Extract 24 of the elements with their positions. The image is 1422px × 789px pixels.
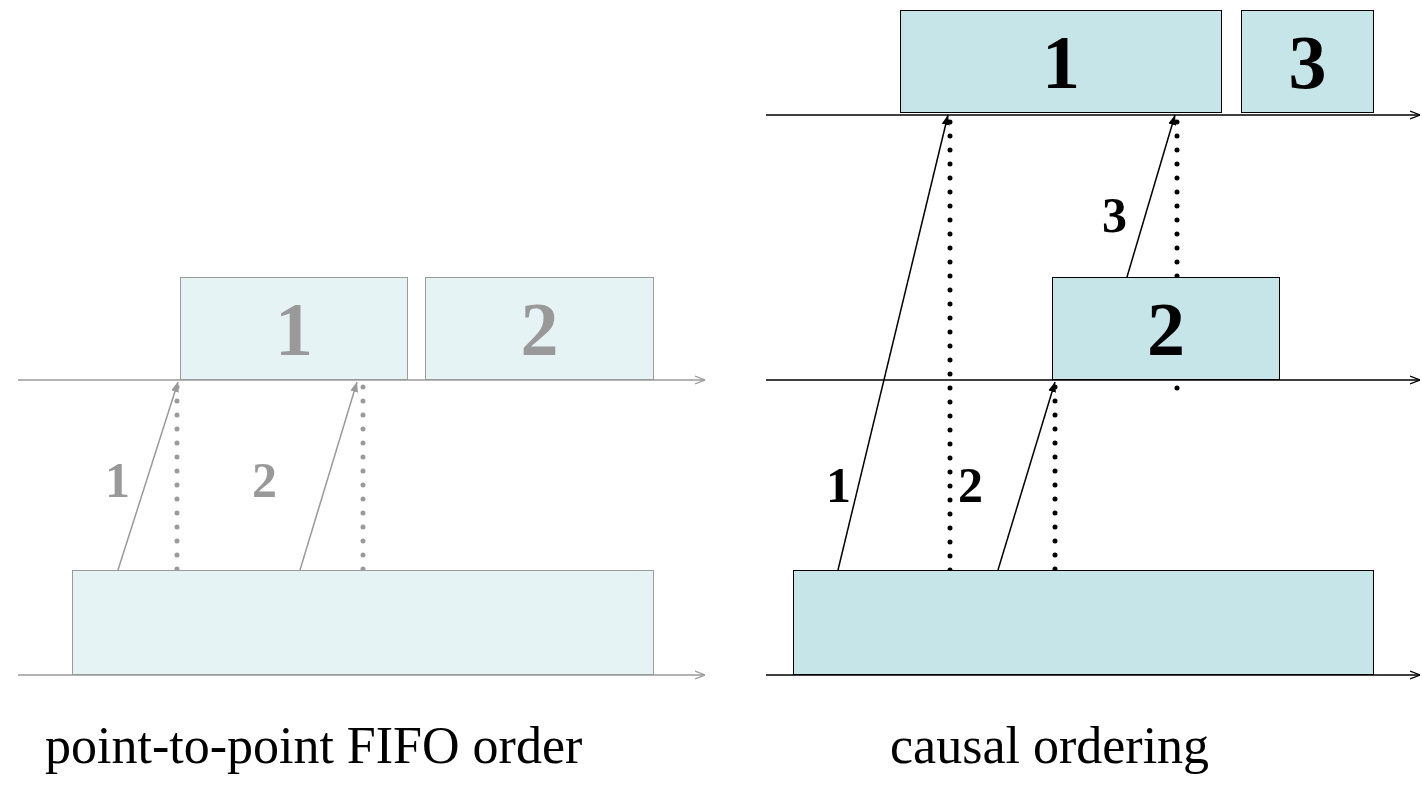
edge-label: 2 <box>958 460 983 510</box>
edge-label: 1 <box>826 460 851 510</box>
delivery-bar <box>72 570 654 675</box>
message-box <box>180 277 408 380</box>
message-arrow <box>299 381 358 571</box>
edge-label: 3 <box>1102 190 1127 240</box>
message-arrow <box>117 381 179 571</box>
message-box <box>1052 277 1280 380</box>
message-box <box>1241 10 1374 113</box>
message-number: 1 <box>1042 23 1080 100</box>
message-number: 1 <box>275 290 313 367</box>
edge-label: 2 <box>252 455 277 505</box>
message-number: 2 <box>520 290 559 367</box>
delivery-bar <box>793 570 1374 675</box>
message-arrow <box>1126 114 1176 278</box>
message-box <box>425 277 654 380</box>
message-number: 3 <box>1288 23 1327 100</box>
message-arrow <box>997 381 1056 571</box>
caption: causal ordering <box>890 720 1210 772</box>
edge-label: 1 <box>105 455 130 505</box>
caption: point-to-point FIFO order <box>45 720 583 772</box>
message-arrow <box>837 114 950 571</box>
message-box <box>900 10 1222 113</box>
message-number: 2 <box>1147 290 1185 367</box>
